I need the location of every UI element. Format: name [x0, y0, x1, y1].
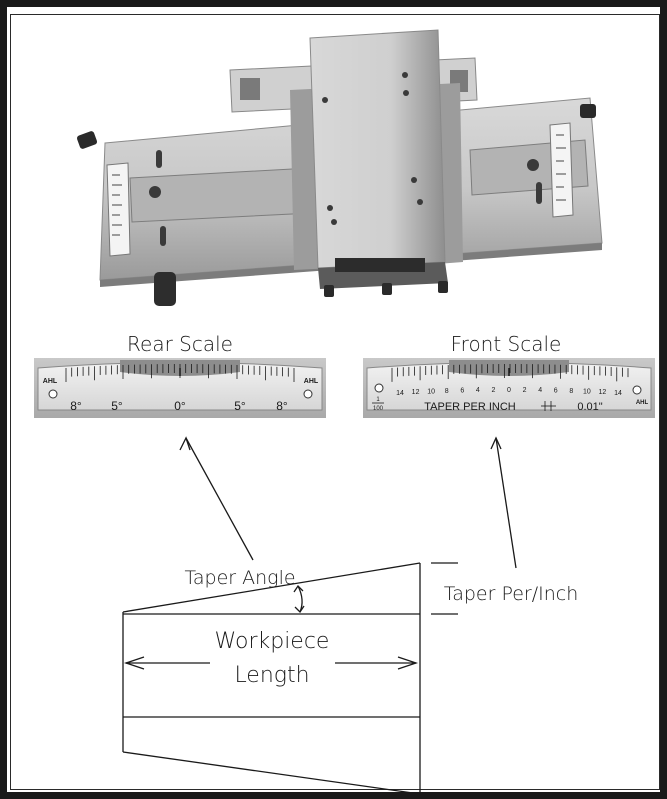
length-label: Length	[234, 663, 309, 688]
rear-scale-closeup: AHL AHL 8° 5° 0° 5° 8°	[34, 358, 326, 418]
front-brand: AHL	[636, 400, 649, 406]
screw-hole-left	[48, 389, 58, 399]
taper-per-inch-label: Taper Per/Inch	[444, 583, 579, 605]
front-scale-number: 14	[614, 390, 622, 397]
front-scale-number: 12	[599, 389, 607, 396]
rear-scale-label: Rear Scale	[127, 332, 233, 356]
front-scale-numbers: 14 12 10 8 6 4 2 0 2 4 6 8 10 12 14	[396, 387, 622, 397]
rear-mark-0: 8°	[70, 399, 82, 413]
rear-mark-1: 5°	[111, 399, 123, 413]
taper-per-inch-leader	[495, 437, 517, 569]
front-scale-label: Front Scale	[451, 332, 562, 356]
fraction-numerator: 1	[376, 397, 380, 403]
screw-hole-left	[374, 383, 384, 393]
lock-knob	[154, 272, 176, 306]
inner-border	[10, 14, 660, 790]
workpiece-label: Workpiece	[215, 629, 330, 654]
workpiece-sketch	[122, 562, 458, 795]
workpiece-top-edge	[122, 562, 421, 613]
rear-brand-left: AHL	[43, 378, 58, 385]
front-scale-number: 0	[507, 387, 511, 394]
front-scale-number: 2	[491, 387, 495, 394]
taper-angle-label: Taper Angle	[184, 567, 295, 589]
front-scale-number: 6	[460, 388, 464, 395]
rear-mark-4: 8°	[276, 399, 288, 413]
front-scale-number: 4	[538, 387, 542, 394]
taper-per-inch-caption: TAPER PER INCH	[424, 401, 516, 413]
front-scale-number: 6	[554, 388, 558, 395]
front-scale-number: 14	[396, 390, 404, 397]
rear-scale-ticks	[65, 364, 295, 382]
front-scale-ticks	[391, 364, 629, 382]
angle-arc-arrow-top	[293, 584, 304, 593]
front-scale-number: 8	[445, 388, 449, 395]
taper-angle-arrowhead	[179, 436, 191, 451]
angle-arc-arrow-bottom	[294, 605, 305, 614]
front-scale-number: 10	[427, 389, 435, 396]
front-scale-number: 2	[523, 387, 527, 394]
taper-attachment-photo	[76, 29, 603, 306]
rear-scale-photo-plate	[106, 162, 131, 257]
front-scale-number: 4	[476, 387, 480, 394]
rear-mark-3: 5°	[234, 399, 246, 413]
rear-brand-right: AHL	[304, 378, 319, 385]
front-scale-closeup: AHL 14 12 10 8 6 4 2 0 2 4 6 8 10 12 14 1 100 TAPER PE…	[363, 358, 655, 418]
rear-mark-2: 0°	[174, 399, 186, 413]
front-scale-photo-plate	[549, 122, 574, 218]
screw-hole-right	[303, 389, 313, 399]
front-scale-number: 12	[412, 389, 420, 396]
front-scale-number: 8	[569, 388, 573, 395]
workpiece-bottom-edge	[122, 751, 421, 795]
screw-hole-right	[632, 385, 642, 395]
taper-per-inch-arrowhead	[490, 436, 502, 450]
fraction-denominator: 100	[373, 406, 384, 412]
taper-angle-leader	[185, 437, 254, 561]
unit-label: 0.01"	[577, 401, 602, 413]
front-scale-number: 10	[583, 389, 591, 396]
